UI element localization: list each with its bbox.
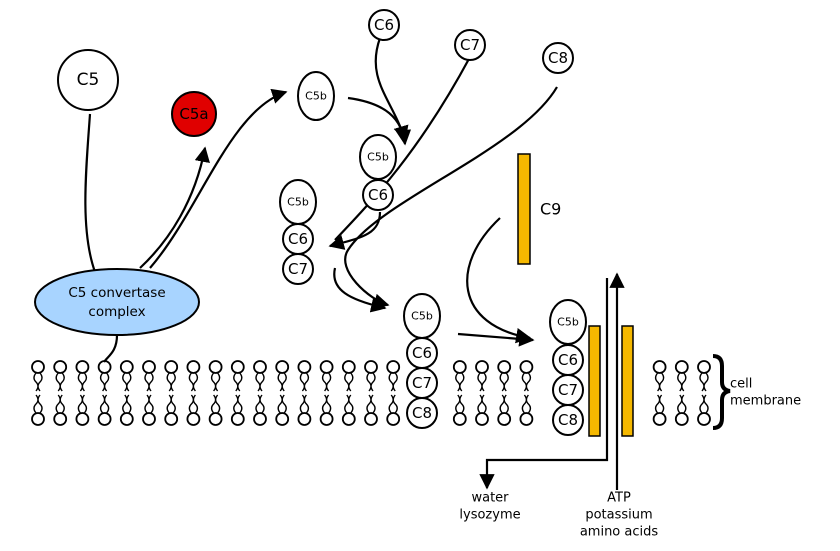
c7-free-label: C7 [460,36,480,54]
convertase-label-line2: complex [88,304,145,320]
c5b8-c8-label: C8 [412,404,432,422]
c5-convertase-complex: C5 convertase complex [34,268,200,336]
membrane-attack-complex: C5b C6 C7 C8 [549,299,634,437]
c9-rod: C9 [517,153,561,265]
c5b8-complex: C5b C6 C7 C8 [403,293,441,429]
c5b8-c6-label: C6 [412,344,432,362]
lipid-molecule [652,360,667,426]
lipid-molecule [364,360,378,426]
lipid-molecule [142,360,156,426]
mac-c7-label: C7 [558,381,578,399]
lipid-molecule [386,360,401,426]
c5-circle: C5 [57,49,119,111]
c5b6-complex: C5b C6 [359,134,397,211]
lipid-molecule [341,360,356,426]
lipid-molecule [674,360,689,426]
mac-c9-rod-right [621,325,634,437]
c6-free-label: C6 [374,16,394,34]
lipid-molecule [275,360,290,426]
c5b6-to-c5b67-arrow [328,211,382,250]
c8-free-circle: C8 [542,42,574,74]
c5b67-c5b-label: C5b [287,196,309,209]
cell-membrane-label-line1: cell [730,377,752,392]
lipid-molecule [452,360,467,426]
lipid-molecule [75,360,90,426]
c8-to-insertion-arrow [344,86,558,309]
c7-to-c5b67-arrow [334,56,471,241]
c5b8-c7-label: C7 [412,374,432,392]
lipid-molecule [31,360,45,426]
c5b-free-oval: C5b [297,71,335,121]
lipid-molecule [164,360,179,426]
c5-to-c5b-arrow [149,88,288,269]
cell-membrane-brace: cell membrane [712,354,801,430]
lipid-molecule [475,360,489,426]
atp-label: ATP [607,491,631,506]
lipid-molecule [519,360,534,426]
mac-c6-label: C6 [558,351,578,369]
c5b67-c7-label: C7 [288,260,308,278]
c5b-free-label: C5b [305,90,327,103]
c5b67-c6-label: C6 [288,230,308,248]
c8-free-label: C8 [548,49,568,67]
c5a-label: C5a [179,105,208,123]
c5-to-c5a-arrow [139,146,210,269]
cell-membrane-label-line2: membrane [730,394,801,409]
lipid-molecule [253,360,267,426]
lipid-molecule [53,360,68,426]
c5-label: C5 [77,70,100,90]
c5a-circle: C5a [171,91,217,137]
mac-c9-rod-left [588,325,601,437]
water-outflow-arrow [479,278,609,490]
convertase-label-line1: C5 convertase [68,285,165,301]
c5b67-complex: C5b C6 C7 [279,179,317,285]
lipid-molecule [497,360,512,426]
pathway-arrows [84,37,625,490]
potassium-label: potassium [585,508,652,523]
c5b6-c5b-label: C5b [367,151,389,164]
amino-acids-label: amino acids [580,525,659,540]
c5b67-to-insertion-arrow [333,267,387,313]
c7-free-circle: C7 [454,29,486,61]
c5b8-c5b-label: C5b [411,310,433,323]
mac-c5b-label: C5b [557,316,579,329]
c5-to-convertase-line [84,113,97,273]
water-label: water [471,491,509,506]
lipid-molecule [297,360,312,426]
c5b6-c6-label: C6 [368,186,388,204]
outflow-labels: water lysozyme ATP potassium amino acids [459,491,658,540]
lipid-molecule [119,360,134,426]
lipid-molecule [97,360,112,426]
convertase-to-membrane-line [103,334,119,363]
mac-c8-label: C8 [558,411,578,429]
lipid-molecule [186,360,201,426]
c9-to-pore-arrow [466,217,532,344]
lipid-molecule [319,360,334,426]
lipid-molecule [230,360,245,426]
lipid-molecule [697,360,711,426]
c6-free-circle: C6 [368,9,400,41]
lysozyme-label: lysozyme [459,508,520,523]
lipid-molecule [208,360,223,426]
c6-to-c5b6-arrow [374,37,409,142]
complex-to-pore-arrow [457,331,535,347]
c9-label: C9 [540,200,561,219]
lipid-bilayer [31,360,711,426]
